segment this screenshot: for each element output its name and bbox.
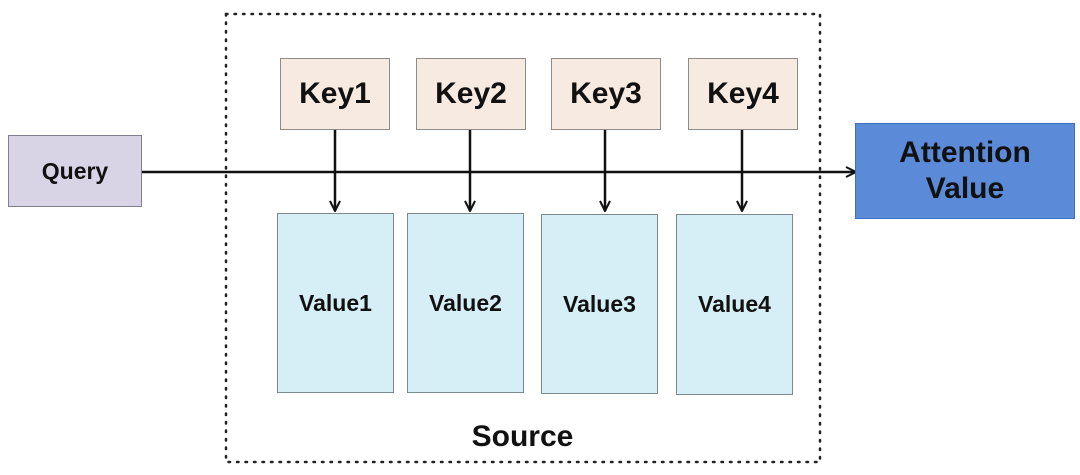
key1-label: Key1 — [299, 77, 371, 110]
value1-box: Value1 — [277, 213, 394, 393]
source-container — [224, 12, 822, 464]
value4-box: Value4 — [676, 214, 793, 395]
key4-box: Key4 — [688, 58, 798, 130]
attention-value-label: Attention Value — [899, 136, 1031, 205]
value1-label: Value1 — [299, 289, 372, 316]
value3-box: Value3 — [541, 214, 658, 394]
value2-label: Value2 — [429, 289, 502, 316]
key1-box: Key1 — [280, 58, 390, 130]
value2-box: Value2 — [407, 213, 524, 393]
key3-box: Key3 — [551, 58, 661, 130]
key2-label: Key2 — [435, 77, 507, 110]
key3-label: Key3 — [570, 77, 642, 110]
key4-label: Key4 — [707, 77, 779, 110]
source-label: Source — [471, 420, 574, 453]
query-label: Query — [41, 157, 109, 184]
value4-label: Value4 — [698, 291, 771, 317]
query-box: Query — [8, 135, 142, 207]
value3-label: Value3 — [563, 290, 636, 317]
key2-box: Key2 — [416, 58, 526, 130]
attention-value-box: Attention Value — [855, 123, 1075, 219]
